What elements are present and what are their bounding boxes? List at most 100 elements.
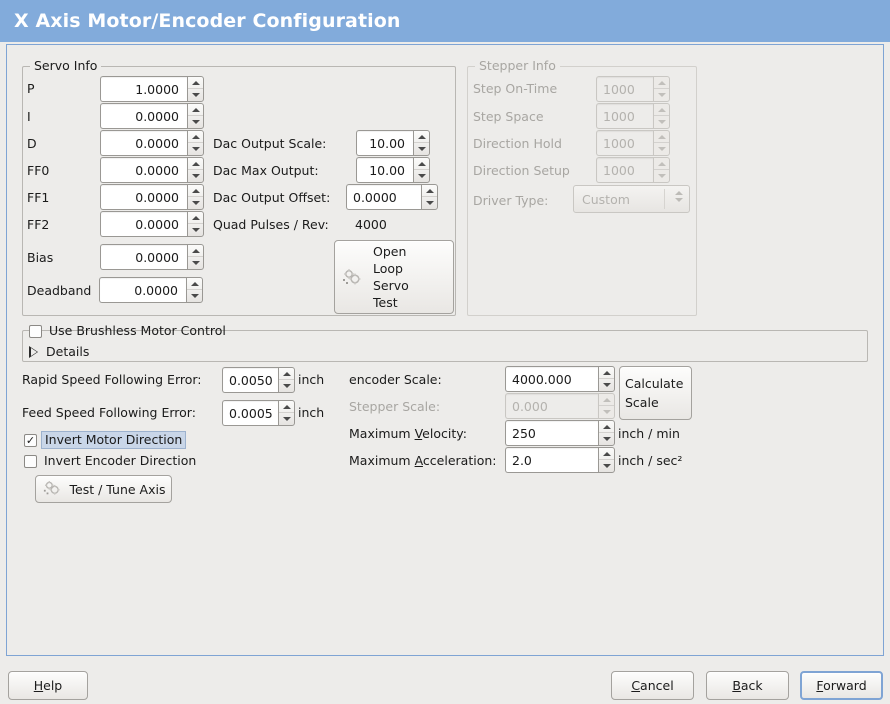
servo-input-ff0[interactable]: 0.0000: [100, 157, 204, 183]
servo-input-deadband-value[interactable]: 0.0000: [99, 277, 186, 303]
dac-max-output-input[interactable]: 10.00: [356, 157, 430, 183]
dac-max-output-stepper[interactable]: [413, 157, 430, 183]
feed-speed-stepper[interactable]: [278, 400, 295, 426]
back-button[interactable]: Back: [706, 671, 789, 700]
step-space-label: Step Space: [473, 109, 544, 124]
stepper-up-icon[interactable]: [279, 368, 294, 380]
checkbox-box[interactable]: [29, 324, 42, 338]
stepper-down-icon[interactable]: [188, 224, 203, 236]
stepper-up-icon[interactable]: [599, 367, 614, 379]
maximum-acceleration-stepper[interactable]: [598, 447, 615, 473]
servo-input-ff2-value[interactable]: 0.0000: [100, 211, 187, 237]
rapid-speed-stepper[interactable]: [278, 367, 295, 393]
servo-input-ff1-value[interactable]: 0.0000: [100, 184, 187, 210]
dac-output-offset-input[interactable]: 0.0000: [346, 184, 438, 210]
stepper-down-icon[interactable]: [188, 89, 203, 101]
stepper-down-icon[interactable]: [188, 197, 203, 209]
servo-input-i[interactable]: 0.0000: [100, 103, 204, 129]
stepper-up-icon[interactable]: [279, 401, 294, 413]
servo-input-i-stepper[interactable]: [187, 103, 204, 129]
stepper-down-icon[interactable]: [188, 143, 203, 155]
servo-input-deadband[interactable]: 0.0000: [99, 277, 203, 303]
dac-output-scale-stepper[interactable]: [413, 130, 430, 156]
rapid-speed-following-error-value[interactable]: 0.0050: [222, 367, 278, 393]
forward-button[interactable]: Forward: [800, 671, 883, 700]
checkbox-box[interactable]: [24, 454, 37, 468]
encoder-scale-stepper[interactable]: [598, 366, 615, 392]
quad-pulses-label: Quad Pulses / Rev:: [213, 217, 329, 232]
dac-max-output-value[interactable]: 10.00: [356, 157, 413, 183]
test-tune-axis-button[interactable]: Test / Tune Axis: [35, 475, 172, 503]
servo-input-i-value[interactable]: 0.0000: [100, 103, 187, 129]
maximum-acceleration-value[interactable]: 2.0: [505, 447, 598, 473]
stepper-up-icon[interactable]: [599, 421, 614, 433]
stepper-down-icon[interactable]: [188, 257, 203, 269]
stepper-down-icon[interactable]: [422, 197, 437, 209]
dac-output-offset-stepper[interactable]: [421, 184, 438, 210]
calculate-scale-button[interactable]: Calculate Scale: [619, 366, 692, 420]
stepper-up-icon[interactable]: [188, 245, 203, 257]
window-title-bar: X Axis Motor/Encoder Configuration: [0, 0, 890, 42]
servo-input-p-value[interactable]: 1.0000: [100, 76, 187, 102]
servo-input-bias-stepper[interactable]: [187, 244, 204, 270]
servo-input-ff2-stepper[interactable]: [187, 211, 204, 237]
stepper-up-icon[interactable]: [414, 131, 429, 143]
stepper-up-icon[interactable]: [187, 278, 202, 290]
help-button[interactable]: Help: [8, 671, 88, 700]
use-brushless-motor-control-checkbox[interactable]: Use Brushless Motor Control: [29, 323, 226, 339]
stepper-down-icon[interactable]: [414, 143, 429, 155]
direction-hold-value: 1000: [596, 130, 653, 156]
servo-input-d[interactable]: 0.0000: [100, 130, 204, 156]
stepper-up-icon[interactable]: [188, 131, 203, 143]
maximum-velocity-input[interactable]: 250: [505, 420, 615, 446]
maximum-velocity-value[interactable]: 250: [505, 420, 598, 446]
stepper-down-icon[interactable]: [599, 433, 614, 445]
servo-input-d-value[interactable]: 0.0000: [100, 130, 187, 156]
encoder-scale-input[interactable]: 4000.000: [505, 366, 615, 392]
servo-input-p[interactable]: 1.0000: [100, 76, 204, 102]
maximum-acceleration-input[interactable]: 2.0: [505, 447, 615, 473]
stepper-down-icon[interactable]: [279, 413, 294, 425]
details-expander[interactable]: Details: [29, 344, 89, 359]
stepper-up-icon[interactable]: [188, 212, 203, 224]
stepper-up-icon[interactable]: [188, 77, 203, 89]
chevron-right-icon[interactable]: [29, 345, 38, 358]
invert-motor-direction-checkbox[interactable]: ✓ Invert Motor Direction: [24, 431, 187, 449]
stepper-up-icon[interactable]: [414, 158, 429, 170]
servo-input-ff1-stepper[interactable]: [187, 184, 204, 210]
rapid-speed-following-error-input[interactable]: 0.0050: [222, 367, 295, 393]
stepper-down-icon[interactable]: [188, 116, 203, 128]
stepper-down-icon[interactable]: [414, 170, 429, 182]
dac-output-offset-value[interactable]: 0.0000: [346, 184, 421, 210]
encoder-scale-value[interactable]: 4000.000: [505, 366, 598, 392]
servo-input-d-stepper[interactable]: [187, 130, 204, 156]
stepper-up-icon[interactable]: [188, 185, 203, 197]
stepper-up-icon[interactable]: [188, 158, 203, 170]
servo-input-ff0-stepper[interactable]: [187, 157, 204, 183]
servo-input-ff2[interactable]: 0.0000: [100, 211, 204, 237]
servo-input-ff1[interactable]: 0.0000: [100, 184, 204, 210]
servo-input-ff0-value[interactable]: 0.0000: [100, 157, 187, 183]
dac-output-scale-value[interactable]: 10.00: [356, 130, 413, 156]
servo-label-i: I: [27, 109, 31, 124]
servo-input-bias-value[interactable]: 0.0000: [100, 244, 187, 270]
feed-speed-following-error-input[interactable]: 0.0005: [222, 400, 295, 426]
stepper-up-icon[interactable]: [599, 448, 614, 460]
feed-speed-following-error-value[interactable]: 0.0005: [222, 400, 278, 426]
stepper-up-icon[interactable]: [188, 104, 203, 116]
cancel-button[interactable]: Cancel: [611, 671, 694, 700]
stepper-down-icon[interactable]: [599, 379, 614, 391]
servo-input-bias[interactable]: 0.0000: [100, 244, 204, 270]
checkbox-box-checked[interactable]: ✓: [24, 433, 37, 447]
servo-input-p-stepper[interactable]: [187, 76, 204, 102]
stepper-up-icon[interactable]: [422, 185, 437, 197]
stepper-down-icon[interactable]: [187, 290, 202, 302]
servo-input-deadband-stepper[interactable]: [186, 277, 203, 303]
stepper-down-icon[interactable]: [279, 380, 294, 392]
dac-output-scale-input[interactable]: 10.00: [356, 130, 430, 156]
maximum-velocity-stepper[interactable]: [598, 420, 615, 446]
open-loop-servo-test-button[interactable]: Open Loop Servo Test: [334, 240, 454, 314]
stepper-down-icon[interactable]: [599, 460, 614, 472]
invert-encoder-direction-checkbox[interactable]: Invert Encoder Direction: [24, 453, 196, 469]
stepper-down-icon[interactable]: [188, 170, 203, 182]
